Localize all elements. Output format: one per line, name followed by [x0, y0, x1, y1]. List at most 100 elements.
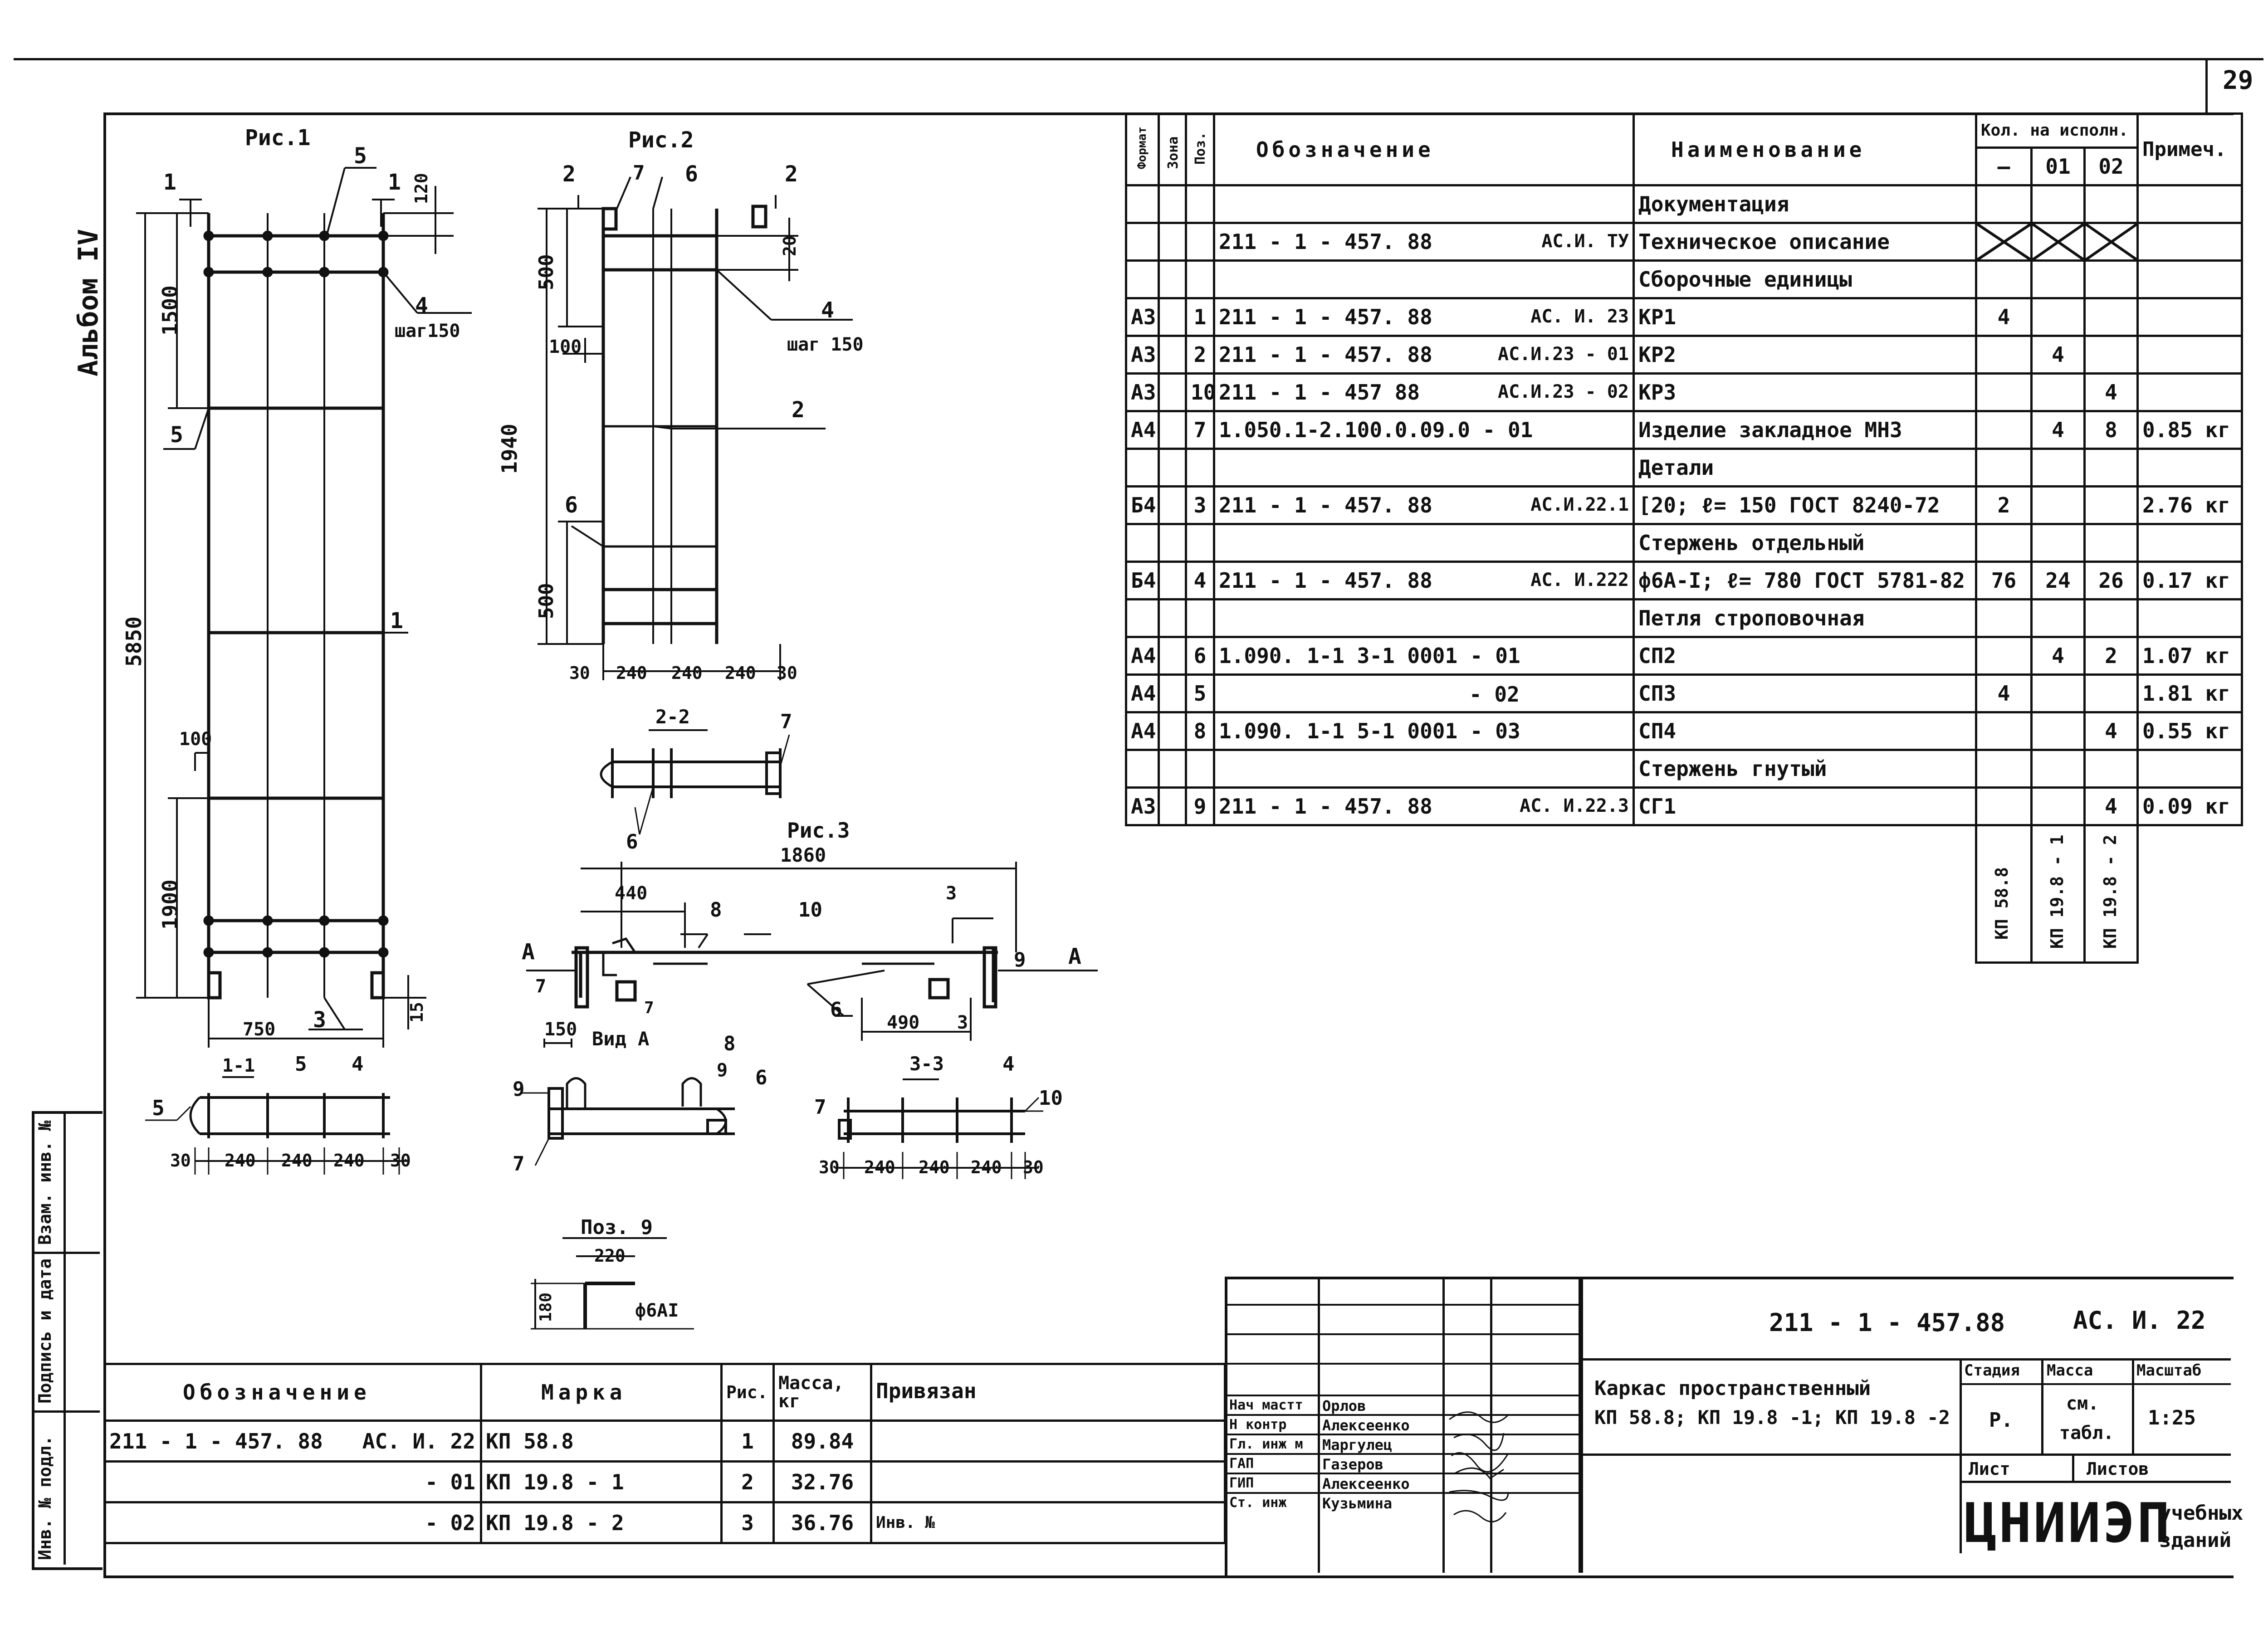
- spec-designation: [1213, 259, 1635, 299]
- spec-note: [2136, 335, 2244, 375]
- spec-q2: 4: [2083, 786, 2139, 826]
- fig2-dim-100: 100: [549, 337, 582, 357]
- marks-mass: 32.76: [772, 1460, 872, 1503]
- spec-row: Петля строповочная: [1125, 598, 2244, 638]
- spec-name: [20; ℓ= 150 ГОСТ 8240-72: [1633, 485, 1977, 525]
- col-designation: Обозначение: [1213, 112, 1635, 186]
- fig1-b30b: 30: [390, 1151, 411, 1171]
- signer-name: Алексеенко: [1322, 1417, 1410, 1434]
- spec-row: Стержень отдельный: [1125, 523, 2244, 563]
- marks-mass: 36.76: [772, 1501, 872, 1544]
- spec-q2: 2: [2083, 636, 2139, 676]
- sec33-b30a: 30: [819, 1157, 840, 1177]
- pos9-title: Поз. 9: [581, 1216, 653, 1239]
- spec-designation: 211 - 1 - 457. 88 АС.И.23 - 01: [1213, 335, 1635, 375]
- side-stamp-replace: Взам. инв. №: [35, 1120, 55, 1245]
- fig1-dim-1900: 1900: [158, 879, 182, 930]
- spec-q1: [2030, 184, 2086, 224]
- scale-value: 1:25: [2148, 1406, 2196, 1429]
- fig1-b30a: 30: [170, 1151, 191, 1171]
- spec-designation-code: - 02: [1469, 682, 1520, 707]
- title-divider-h2: [1581, 1454, 2231, 1456]
- fig1-cut-1b: 1: [388, 170, 401, 195]
- spec-note: 0.09 кг: [2136, 786, 2244, 826]
- spec-zone: [1158, 561, 1187, 600]
- signer-name: Алексеенко: [1322, 1475, 1410, 1493]
- view-a-8: 8: [723, 1032, 736, 1055]
- fig1-title: Рис.1: [245, 125, 311, 151]
- signer-role: ГИП: [1229, 1475, 1254, 1491]
- fig2-b240c: 240: [725, 663, 756, 683]
- spec-name: Документация: [1633, 184, 1977, 224]
- fig3-leader-6: 6: [830, 998, 842, 1021]
- spec-designation-code: 211 - 1 - 457. 88: [1219, 568, 1432, 593]
- spec-pos: 2: [1185, 335, 1215, 375]
- fig3-title: Рис.3: [787, 818, 850, 843]
- spec-name: Сборочные единицы: [1633, 259, 1977, 299]
- fig1-leader-4: 4: [415, 293, 428, 318]
- spec-q2: 4: [2083, 711, 2139, 751]
- spec-zone: [1158, 598, 1187, 638]
- spec-note: 0.55 кг: [2136, 711, 2244, 751]
- spec-format: [1125, 259, 1160, 299]
- org-small-2: зданий: [2159, 1529, 2231, 1552]
- spec-name: СП2: [1633, 636, 1977, 676]
- spec-format: А3: [1125, 372, 1160, 412]
- signer-name: Газеров: [1322, 1456, 1383, 1473]
- sec33-b30b: 30: [1023, 1157, 1044, 1177]
- spec-pos: 10: [1185, 372, 1215, 412]
- spec-format: [1125, 184, 1160, 224]
- spec-zone: [1158, 372, 1187, 412]
- spec-q1: [2030, 711, 2086, 751]
- spec-designation-suffix: АС. И.222: [1530, 570, 1629, 590]
- fig3-leader-8: 8: [710, 898, 722, 922]
- spec-q2: 26: [2083, 561, 2139, 600]
- spec-q0: 4: [1975, 673, 2033, 713]
- fig3-leader-7b: 7: [644, 999, 654, 1017]
- spec-format: А4: [1125, 673, 1160, 713]
- spec-note: 1.81 кг: [2136, 673, 2244, 713]
- fig2-dim-20: 20: [780, 235, 800, 256]
- spec-q0: [1975, 749, 2033, 789]
- fig3-leader-3: 3: [957, 1012, 968, 1033]
- spec-designation-suffix: АС.И.22.1: [1530, 494, 1629, 515]
- fig1-cut-5: 5: [170, 422, 183, 448]
- fig3-dim-1860: 1860: [780, 844, 826, 866]
- spec-note: 2.76 кг: [2136, 485, 2244, 525]
- spec-q2: [2083, 335, 2139, 375]
- marks-designation-suffix: - 01: [425, 1470, 475, 1494]
- signer-role: Ст. инж: [1229, 1495, 1287, 1511]
- side-stamp-inv: Инв. № подл.: [35, 1435, 55, 1560]
- fig3-dim-490: 490: [887, 1012, 920, 1033]
- spec-designation-suffix: АС.И.23 - 01: [1498, 344, 1629, 365]
- spec-q0: [1975, 636, 2033, 676]
- spec-q2: [2083, 598, 2139, 638]
- specification-table: Формат Зона Поз. Обозначение Наименовани…: [1125, 112, 2244, 964]
- mass-value-1: см.: [2066, 1393, 2099, 1414]
- section-1-1: [145, 1076, 408, 1175]
- marks-mark: КП 19.8 - 2: [480, 1501, 723, 1544]
- spec-format: А4: [1125, 636, 1160, 676]
- spec-format: [1125, 749, 1160, 789]
- spec-designation: 1.090. 1-1 5-1 0001 - 03: [1213, 711, 1635, 751]
- spec-designation-code: 211 - 1 - 457. 88: [1219, 229, 1432, 254]
- doc-title-line2: КП 58.8; КП 19.8 -1; КП 19.8 -2: [1594, 1406, 1950, 1429]
- view-a-7: 7: [513, 1152, 525, 1176]
- fig2-section-title: 2-2: [655, 706, 690, 728]
- spec-q1: [2030, 372, 2086, 412]
- fig2-frame: [601, 205, 767, 644]
- fig1-dim-100: 100: [179, 729, 212, 750]
- fig2-dim-1940: 1940: [497, 424, 522, 474]
- spec-designation-code: 211 - 1 - 457. 88: [1219, 342, 1432, 367]
- spec-name: КР2: [1633, 335, 1977, 375]
- spec-q1: 4: [2030, 335, 2086, 375]
